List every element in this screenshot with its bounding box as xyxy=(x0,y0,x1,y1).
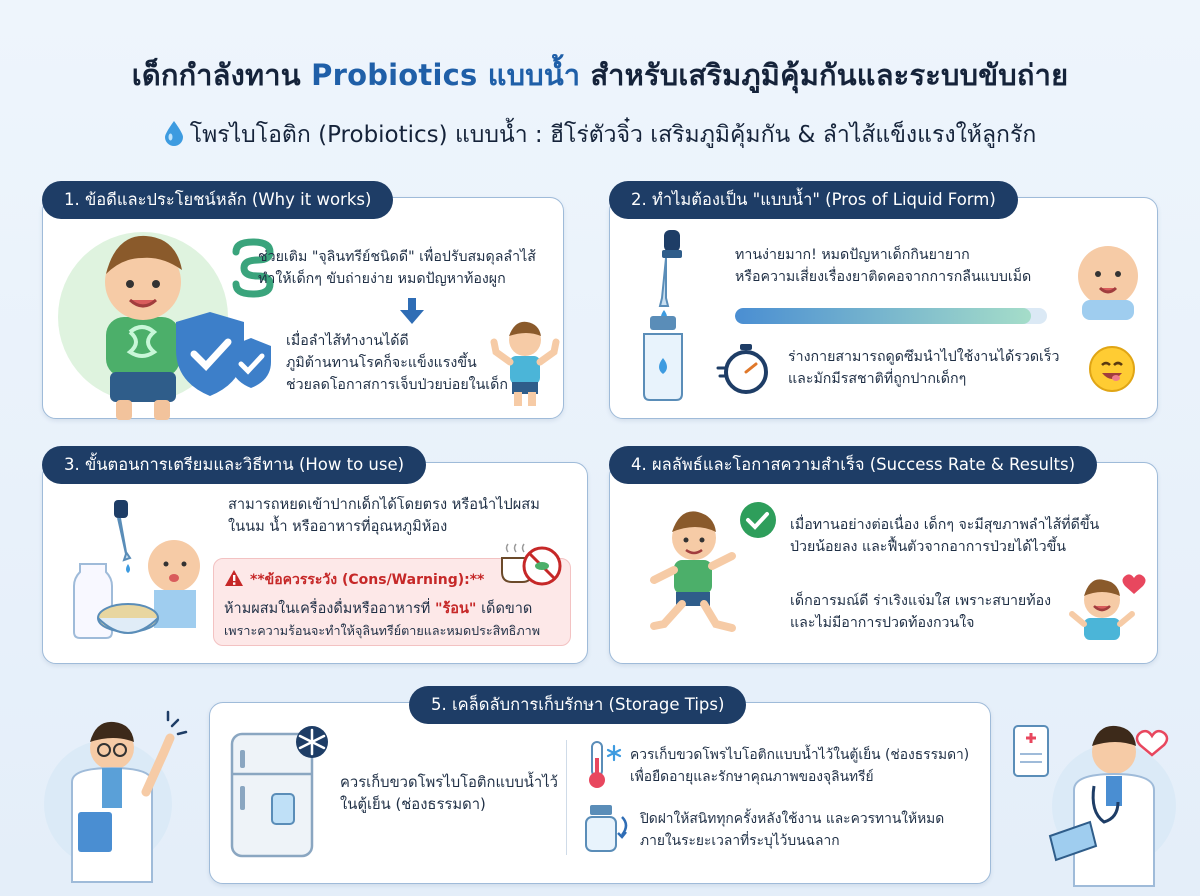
s2-p1-line2: หรือความเสี่ยงเรื่องยาติดคอจากการกลืนแบบ… xyxy=(735,269,1032,285)
s3-p1-line1: สามารถหยดเข้าปากเด็กได้โดยตรง หรือนำไปผส… xyxy=(228,496,540,513)
stopwatch-icon xyxy=(716,344,768,394)
s5-r1-line1: ควรเก็บขวดโพรไบโอติกแบบน้ำไว้ในตู้เย็น (… xyxy=(630,747,970,763)
happy-kid-illustration xyxy=(58,232,244,420)
s1-p2-line3: ช่วยลดโอกาสการเจ็บป่วยบ่อยในเด็ก xyxy=(286,377,508,393)
title-suffix: สำหรับเสริมภูมิคุ้มกันและระบบขับถ่าย xyxy=(580,58,1069,92)
s5-right-2: ปิดฝาให้สนิททุกครั้งหลังใช้งาน และควรทาน… xyxy=(640,808,944,852)
thermometer-icon xyxy=(589,741,622,788)
progress-fill xyxy=(735,308,1032,324)
title-highlight: Probiotics แบบน้ำ xyxy=(311,58,581,92)
shield-check-icon xyxy=(231,338,271,388)
bottle-close-icon xyxy=(585,805,628,852)
s3-p1-line2: ในนม น้ำ หรืออาหารที่อุณหภูมิห้อง xyxy=(228,518,448,535)
warning-hot-word: "ร้อน" xyxy=(434,601,477,617)
baby-icon xyxy=(1078,246,1138,320)
dropper-icon xyxy=(658,230,682,322)
check-circle-icon xyxy=(740,502,776,538)
s3-p1: สามารถหยดเข้าปากเด็กได้โดยตรง หรือนำไปผส… xyxy=(228,494,540,538)
s1-p2-line1: เมื่อลำไส้ทำงานได้ดี xyxy=(286,333,409,349)
heart-icon xyxy=(1122,574,1146,594)
page-subtitle: โพรไบโอติก (Probiotics) แบบน้ำ : ฮีโร่ตั… xyxy=(0,117,1200,153)
s1-p2-line2: ภูมิต้านทานโรคก็จะแข็งแรงขึ้น xyxy=(286,355,477,371)
section-5-title: 5. เคล็ดลับการเก็บรักษา (Storage Tips) xyxy=(409,686,747,724)
s5-r2-line2: ภายในระยะเวลาที่ระบุไว้บนฉลาก xyxy=(640,833,840,849)
water-drop-icon xyxy=(164,121,183,146)
s2-p2: ร่างกายสามารถดูดซึมนำไปใช้งานได้รวดเร็ว … xyxy=(788,346,1060,390)
s5-left-line2: ในตู้เย็น (ช่องธรรมดา) xyxy=(340,796,486,813)
s5-right-1: ควรเก็บขวดโพรไบโอติกแบบน้ำไว้ในตู้เย็น (… xyxy=(630,744,969,788)
s4-p2-line2: และไม่มีอาการปวดท้องกวนใจ xyxy=(790,615,975,631)
arrow-down-icon xyxy=(400,298,424,324)
doctor-left-illustration xyxy=(44,710,188,883)
smile-emoji-icon xyxy=(1089,346,1135,392)
s4-p1-line1: เมื่อทานอย่างต่อเนื่อง เด็กๆ จะมีสุขภาพล… xyxy=(790,517,1100,533)
s1-p1: ช่วยเติม "จุลินทรีย์ชนิดดี" เพื่อปรับสมด… xyxy=(258,246,536,290)
subtitle-text: โพรไบโอติก (Probiotics) แบบน้ำ : ฮีโร่ตั… xyxy=(189,122,1037,148)
page-title: เด็กกำลังทาน Probiotics แบบน้ำ สำหรับเสร… xyxy=(0,52,1200,98)
warning-icon xyxy=(225,570,243,586)
cheerful-kid-illustration xyxy=(1069,574,1146,640)
s4-p1: เมื่อทานอย่างต่อเนื่อง เด็กๆ จะมีสุขภาพล… xyxy=(790,514,1099,558)
s1-p1-line1: ช่วยเติม "จุลินทรีย์ชนิดดี" เพื่อปรับสมด… xyxy=(258,249,536,265)
s1-p2: เมื่อลำไส้ทำงานได้ดี ภูมิต้านทานโรคก็จะแ… xyxy=(286,330,508,396)
section-1-title: 1. ข้อดีและประโยชน์หลัก (Why it works) xyxy=(42,181,394,219)
s4-p2: เด็กอารมณ์ดี ร่าเริงแจ่มใส เพราะสบายท้อง… xyxy=(790,590,1051,634)
section-5-divider xyxy=(566,740,567,855)
warning-line-1-prefix: ห้ามผสมในเครื่องดื่มหรืออาหารที่ xyxy=(224,601,435,617)
s5-left-line1: ควรเก็บขวดโพรไบโอติกแบบน้ำไว้ xyxy=(340,774,558,791)
running-kid-illustration xyxy=(650,502,776,632)
s1-p1-line2: ทำให้เด็กๆ ขับถ่ายง่าย หมดปัญหาท้องผูก xyxy=(258,271,506,287)
warning-line-1-suffix: เด็ดขาด xyxy=(476,601,533,617)
intestine-icon xyxy=(232,238,274,298)
shield-icon xyxy=(176,312,244,396)
bottle-icon xyxy=(643,316,683,401)
s2-p2-line2: และมักมีรสชาติที่ถูกปากเด็กๆ xyxy=(788,371,967,387)
s2-p2-line1: ร่างกายสามารถดูดซึมนำไปใช้งานได้รวดเร็ว xyxy=(788,349,1060,365)
s5-r1-line2: เพื่อยืดอายุและรักษาคุณภาพของจุลินทรีย์ xyxy=(630,769,874,785)
fridge-icon xyxy=(230,726,328,858)
s2-p1-line1: ทานง่ายมาก! หมดปัญหาเด็กกินยายาก xyxy=(735,247,970,263)
s2-p1: ทานง่ายมาก! หมดปัญหาเด็กกินยายาก หรือควา… xyxy=(735,244,1031,288)
section-2-title: 2. ทำไมต้องเป็น "แบบน้ำ" (Pros of Liquid… xyxy=(609,181,1018,219)
hot-cup-no-icon xyxy=(501,543,562,586)
s5-left: ควรเก็บขวดโพรไบโอติกแบบน้ำไว้ ในตู้เย็น … xyxy=(340,772,558,816)
feeding-baby-illustration xyxy=(73,500,200,639)
doctor-right-illustration xyxy=(1013,725,1176,887)
title-prefix: เด็กกำลังทาน xyxy=(131,58,312,92)
absorption-progress-bar xyxy=(735,308,1047,324)
s4-p1-line2: ป่วยน้อยลง และฟื้นตัวจากอาการป่วยได้ไวขึ… xyxy=(790,539,1066,555)
section-4-title: 4. ผลลัพธ์และโอกาสความสำเร็จ (Success Ra… xyxy=(609,446,1098,484)
section-5-card xyxy=(209,702,991,884)
s5-r2-line1: ปิดฝาให้สนิททุกครั้งหลังใช้งาน และควรทาน… xyxy=(640,811,945,827)
s4-p2-line1: เด็กอารมณ์ดี ร่าเริงแจ่มใส เพราะสบายท้อง xyxy=(790,593,1052,609)
warning-title: **ข้อควรระวัง (Cons/Warning):** xyxy=(250,572,485,588)
section-3-title: 3. ขั้นตอนการเตรียมและวิธีทาน (How to us… xyxy=(42,446,427,484)
warning-line-2: เพราะความร้อนจะทำให้จุลินทรีย์ตายและหมดป… xyxy=(224,623,541,638)
warning-line-1: ห้ามผสมในเครื่องดื่มหรืออาหารที่ "ร้อน" … xyxy=(224,597,532,620)
strong-kid-illustration xyxy=(490,321,560,406)
